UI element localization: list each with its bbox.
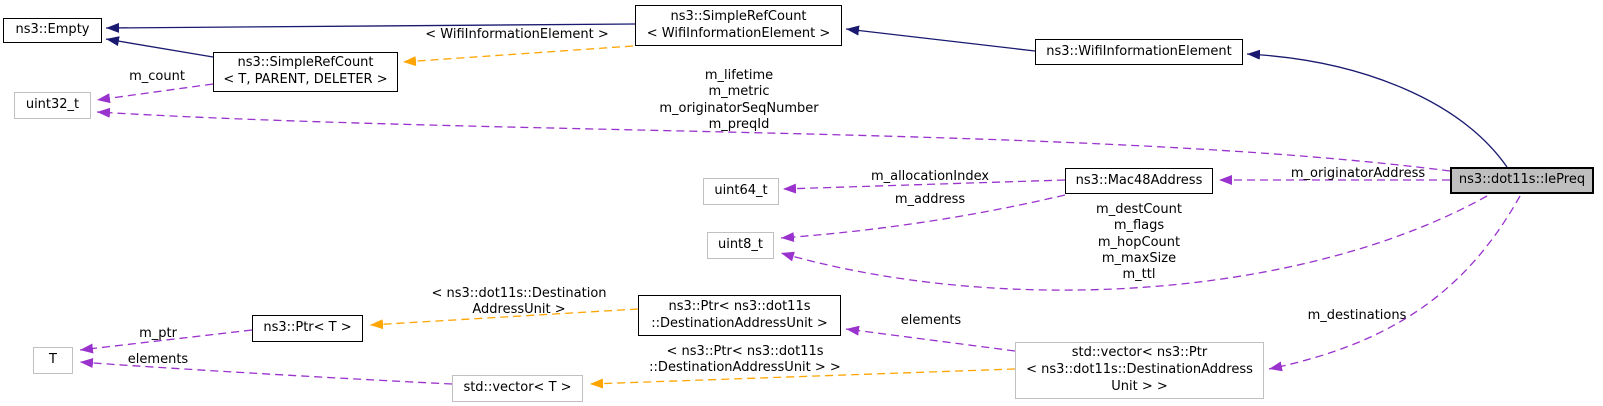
- node-label: ns3::WifiInformationElement: [1046, 43, 1232, 59]
- edge-member-iepreq-uint32: [96, 107, 1451, 172]
- edge-member-m-ptr: [79, 329, 253, 354]
- node-ptr-t[interactable]: ns3::Ptr< T >: [252, 315, 363, 342]
- node-std-vector-t: std::vector< T >: [452, 375, 583, 402]
- edge-label-m-address: m_address: [894, 192, 966, 207]
- edge-member-vectort-elements: [79, 357, 453, 385]
- edge-label-m-count: m_count: [129, 69, 185, 84]
- node-wifiinformationelement[interactable]: ns3::WifiInformationElement: [1035, 39, 1243, 65]
- node-iepreq-focus: ns3::dot11s::IePreq: [1450, 167, 1594, 194]
- node-label: std::vector< T >: [463, 380, 572, 396]
- edge-label-elements-right: elements: [900, 313, 962, 328]
- edge-label-m-allocationindex: m_allocationIndex: [870, 169, 990, 184]
- node-ns3-empty[interactable]: ns3::Empty: [3, 18, 102, 43]
- edge-label-template-vector: < ns3::Ptr< ns3::dot11s ::DestinationAdd…: [649, 344, 841, 376]
- node-label: ns3::SimpleRefCount < WifiInformationEle…: [646, 8, 831, 41]
- node-label: ns3::Empty: [15, 22, 90, 38]
- edge-label-template-wifiinformationelement: < WifiInformationElement >: [425, 27, 609, 42]
- edge-label-elements-left: elements: [127, 352, 189, 367]
- node-label: ns3::dot11s::IePreq: [1458, 172, 1586, 188]
- edge-label-uint32-members: m_lifetime m_metric m_originatorSeqNumbe…: [659, 68, 819, 132]
- edge-label-m-ptr: m_ptr: [139, 326, 177, 341]
- edge-member-m-allocationindex: [782, 179, 1066, 194]
- node-mac48address[interactable]: ns3::Mac48Address: [1065, 168, 1213, 194]
- node-label: ns3::SimpleRefCount < T, PARENT, DELETER…: [223, 55, 388, 87]
- edge-label-uint8-members: m_destCount m_flags m_hopCount m_maxSize…: [1096, 202, 1182, 282]
- edge-template-ptrdau-to-ptrt: [369, 308, 639, 330]
- edge-label-m-originatoraddress: m_originatorAddress: [1290, 166, 1426, 181]
- edge-member-m-address: [780, 194, 1066, 243]
- node-label: std::vector< ns3::Ptr < ns3::dot11s::Des…: [1026, 345, 1253, 394]
- node-label: uint64_t: [714, 183, 768, 199]
- node-uint8-t: uint8_t: [707, 232, 774, 259]
- node-uint64-t: uint64_t: [703, 178, 779, 205]
- node-label: uint8_t: [717, 237, 764, 253]
- node-simplerefcount-wifiinformationelement[interactable]: ns3::SimpleRefCount < WifiInformationEle…: [635, 5, 842, 46]
- edge-template-vectorptrdau-to-vectort: [589, 368, 1016, 389]
- edge-member-m-destinations: [1268, 195, 1521, 372]
- node-uint32-t: uint32_t: [14, 92, 91, 119]
- edge-inherit-wifiie-to-simplerefcountwifi: [845, 25, 1036, 52]
- edge-member-iepreq-uint8: [780, 195, 1488, 291]
- edge-member-m-count: [96, 83, 214, 104]
- edge-inherit-iepreq-to-wifiie: [1246, 49, 1508, 168]
- node-label: ns3::Ptr< T >: [263, 320, 352, 336]
- node-t: T: [33, 347, 73, 374]
- node-label: T: [49, 352, 57, 368]
- edge-label-template-destinationaddressunit: < ns3::dot11s::Destination AddressUnit >: [431, 286, 607, 318]
- edge-template-simplerefcountwifi-to-simplerefcountt: [402, 45, 634, 67]
- edge-inherit-simplerefcountwifi-to-empty: [105, 22, 636, 33]
- node-label: ns3::Ptr< ns3::dot11s ::DestinationAddre…: [651, 298, 828, 331]
- node-simplerefcount-t-parent-deleter[interactable]: ns3::SimpleRefCount < T, PARENT, DELETER…: [213, 52, 398, 92]
- edge-inherit-simplerefcountt-to-empty: [105, 36, 214, 58]
- node-label: uint32_t: [25, 97, 80, 113]
- edge-member-vectorptrdau-elements: [845, 325, 1016, 352]
- node-ptr-destinationaddressunit[interactable]: ns3::Ptr< ns3::dot11s ::DestinationAddre…: [638, 295, 841, 336]
- edge-label-m-destinations: m_destinations: [1307, 308, 1407, 323]
- node-label: ns3::Mac48Address: [1075, 172, 1203, 188]
- node-std-vector-ptr-destinationaddressunit: std::vector< ns3::Ptr < ns3::dot11s::Des…: [1015, 342, 1264, 399]
